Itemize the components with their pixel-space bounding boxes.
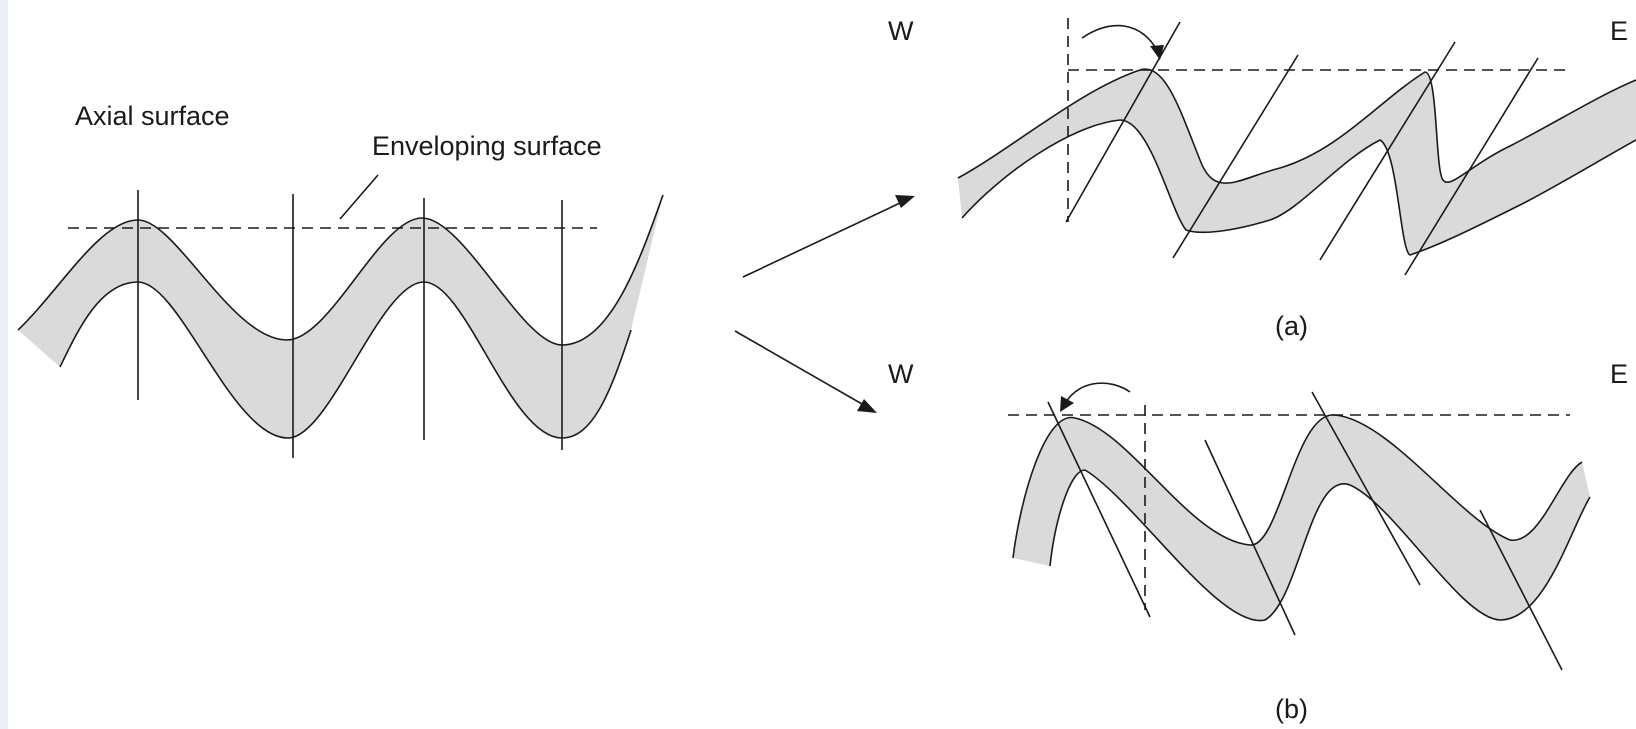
fold-b-west-label: W [888, 359, 914, 389]
fold-a-rotation-arrow [1082, 26, 1158, 52]
upright-fold-layer [18, 195, 663, 438]
enveloping-surface-label: Enveloping surface [372, 131, 602, 161]
fold-b-rotation-arrow [1066, 383, 1130, 402]
fold-a-rotation-arrowhead [1150, 45, 1164, 60]
fold-b-caption: (b) [1275, 694, 1308, 724]
arrow-to-b-shaft [735, 331, 862, 404]
arrow-to-b-head [857, 399, 877, 413]
axial-surface-label: Axial surface [75, 101, 230, 131]
enveloping-surface-leader [340, 175, 378, 219]
fold-b-east-label: E [1610, 359, 1628, 389]
fold-b-rotation-arrowhead [1060, 396, 1074, 412]
arrow-to-a-shaft [743, 203, 900, 277]
fold-b-layer [1013, 415, 1590, 621]
upright-fold: Axial surface Enveloping surface [18, 101, 663, 458]
fold-a-east-label: E [1610, 16, 1628, 46]
fold-b: W E (b) [888, 359, 1628, 724]
left-edge-strip [0, 0, 8, 729]
fold-a-west-label: W [888, 16, 914, 46]
arrow-to-a-head [895, 195, 915, 208]
fold-a: W E (a) [888, 16, 1636, 341]
fold-a-caption: (a) [1275, 311, 1308, 341]
